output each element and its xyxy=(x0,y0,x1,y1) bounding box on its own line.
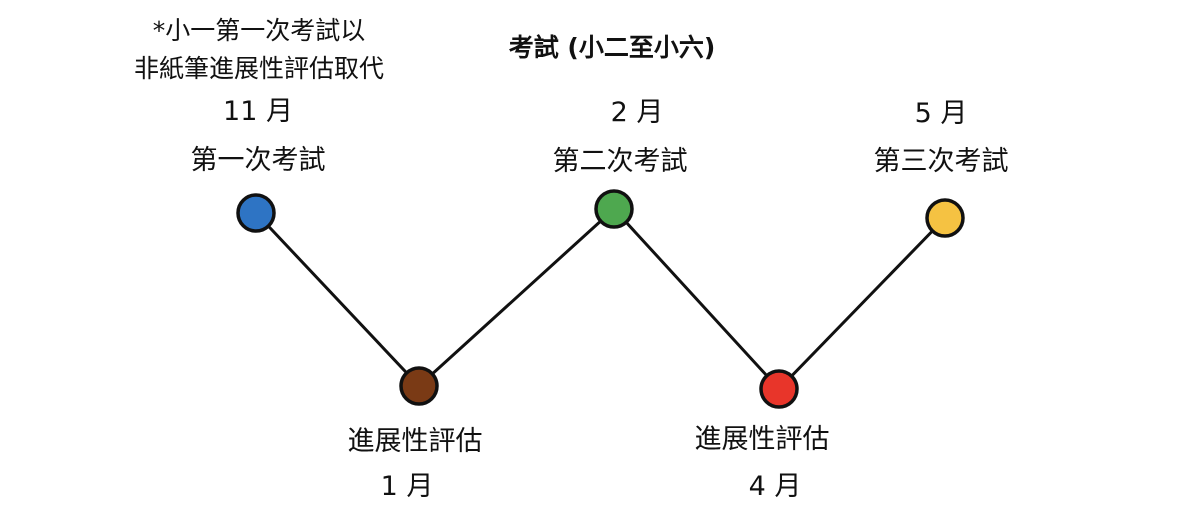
node-name-label: 第一次考試 xyxy=(190,145,326,176)
node-third-exam xyxy=(925,198,965,238)
node-name-label: 進展性評估 xyxy=(694,424,830,455)
node-name-label: 進展性評估 xyxy=(347,426,483,457)
node-month-label: 2 月 xyxy=(610,97,664,128)
node-first-exam xyxy=(236,193,276,233)
timeline-connector xyxy=(254,206,947,392)
node-month-label: 4 月 xyxy=(748,471,802,502)
node-month-label: 1 月 xyxy=(380,471,434,502)
footnote-line-1: *小一第一次考試以 xyxy=(152,16,366,45)
node-name-label: 第二次考試 xyxy=(552,146,688,177)
node-second-exam xyxy=(594,189,634,229)
node-progress-assessment-jan xyxy=(399,366,439,406)
footnote-line-2: 非紙筆進展性評估取代 xyxy=(133,54,385,83)
diagram-title: 考試 (小二至小六) xyxy=(508,33,716,62)
node-progress-assessment-apr xyxy=(759,369,799,409)
node-month-label: 11 月 xyxy=(223,96,293,127)
node-name-label: 第三次考試 xyxy=(873,146,1009,177)
node-month-label: 5 月 xyxy=(914,98,968,129)
